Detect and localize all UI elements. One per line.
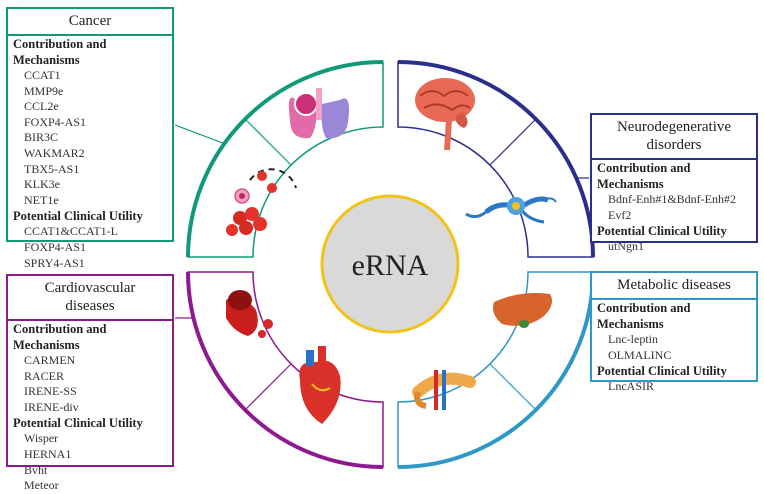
- neuro-clinical-list: utNgn1: [592, 239, 756, 255]
- list-item: FOXP4-AS1: [24, 239, 87, 254]
- cardio-title: Cardiovascular diseases: [8, 276, 172, 321]
- cardio-title-line2: diseases: [65, 298, 115, 314]
- list-item: CARMEN: [24, 353, 76, 367]
- list-item: HERNA1: [24, 446, 72, 461]
- neuron-icon: [465, 196, 557, 224]
- list-item: FOXP4-AS1: [24, 114, 87, 129]
- cancer-mech-list: CCAT1 MMP9e CCL2e FOXP4-AS1 BIR3C WAKMAR…: [8, 68, 172, 208]
- cardio-title-line1: Cardiovascular: [44, 280, 136, 296]
- neuro-box: Neurodegenerative disorders Contribution…: [590, 113, 758, 253]
- metabolic-clinical-list: LncASIR: [592, 379, 756, 395]
- erna-diagram: eRNA: [174, 60, 595, 469]
- liver-icon: [493, 293, 552, 328]
- list-item: OLMALINC: [608, 347, 672, 362]
- cancer-mech-heading: Contribution and Mechanisms: [13, 37, 107, 67]
- list-item: SPRY4-AS1: [24, 255, 85, 270]
- cardio-clinical-heading: Potential Clinical Utility: [13, 416, 143, 431]
- lungs-tumor-icon: [288, 88, 349, 139]
- center-label: eRNA: [352, 249, 429, 282]
- list-item: Bvht: [24, 462, 48, 477]
- list-item: Lnc-leptin: [608, 332, 658, 346]
- cardio-mech-heading: Contribution and Mechanisms: [13, 322, 107, 352]
- list-item: MMP9e: [24, 83, 64, 98]
- neuro-clinical-heading: Potential Clinical Utility: [597, 224, 727, 239]
- list-item: LncASIR: [608, 379, 654, 394]
- metabolic-title: Metabolic diseases: [592, 273, 756, 300]
- list-item: CCAT1: [24, 68, 61, 82]
- brain-icon: [415, 78, 475, 150]
- list-item: NET1e: [24, 192, 59, 207]
- list-item: KLK3e: [24, 177, 60, 192]
- cancer-title: Cancer: [8, 9, 172, 36]
- neuro-title: Neurodegenerative disorders: [592, 115, 756, 160]
- list-item: WAKMAR2: [24, 145, 85, 160]
- list-item: Meteor: [24, 478, 59, 493]
- metabolic-box: Metabolic diseases Contribution and Mech…: [590, 271, 758, 393]
- list-item: Bdnf-Enh#1&Bdnf-Enh#2: [608, 192, 736, 206]
- metabolic-mech-heading: Contribution and Mechanisms: [597, 301, 691, 331]
- neuro-mech-list: Bdnf-Enh#1&Bdnf-Enh#2 Evf2: [592, 192, 756, 223]
- list-item: utNgn1: [608, 239, 644, 254]
- heart-icon: [299, 346, 341, 424]
- metabolic-clinical-heading: Potential Clinical Utility: [597, 364, 727, 379]
- cancer-clinical-heading: Potential Clinical Utility: [13, 209, 143, 224]
- list-item: BIR3C: [24, 130, 59, 145]
- list-item: RACER: [24, 368, 65, 383]
- pancreas-icon: [412, 370, 476, 410]
- list-item: Wisper: [24, 431, 59, 446]
- cardio-clinical-list: Wisper HERNA1 Bvht Meteor: [8, 431, 172, 493]
- list-item: CCAT1&CCAT1-L: [24, 224, 119, 239]
- blood-vessel-icon: [226, 290, 273, 338]
- neuro-title-line1: Neurodegenerative: [616, 119, 732, 135]
- cardio-mech-list: CARMEN RACER IRENE-SS IRENE-div: [8, 353, 172, 415]
- neuro-title-line2: disorders: [646, 137, 702, 153]
- cardio-box: Cardiovascular diseases Contribution and…: [6, 274, 174, 492]
- cancer-box: Cancer Contribution and Mechanisms CCAT1…: [6, 7, 174, 270]
- list-item: Evf2: [608, 207, 632, 222]
- neuro-mech-heading: Contribution and Mechanisms: [597, 161, 691, 191]
- list-item: IRENE-SS: [24, 384, 77, 399]
- cancer-clinical-list: CCAT1&CCAT1-L FOXP4-AS1 SPRY4-AS1: [8, 224, 172, 271]
- cancer-cells-icon: [226, 168, 297, 236]
- list-item: IRENE-div: [24, 399, 79, 414]
- list-item: TBX5-AS1: [24, 161, 80, 176]
- metabolic-mech-list: Lnc-leptin OLMALINC: [592, 332, 756, 363]
- center-circle: [320, 194, 460, 334]
- list-item: CCL2e: [24, 99, 59, 114]
